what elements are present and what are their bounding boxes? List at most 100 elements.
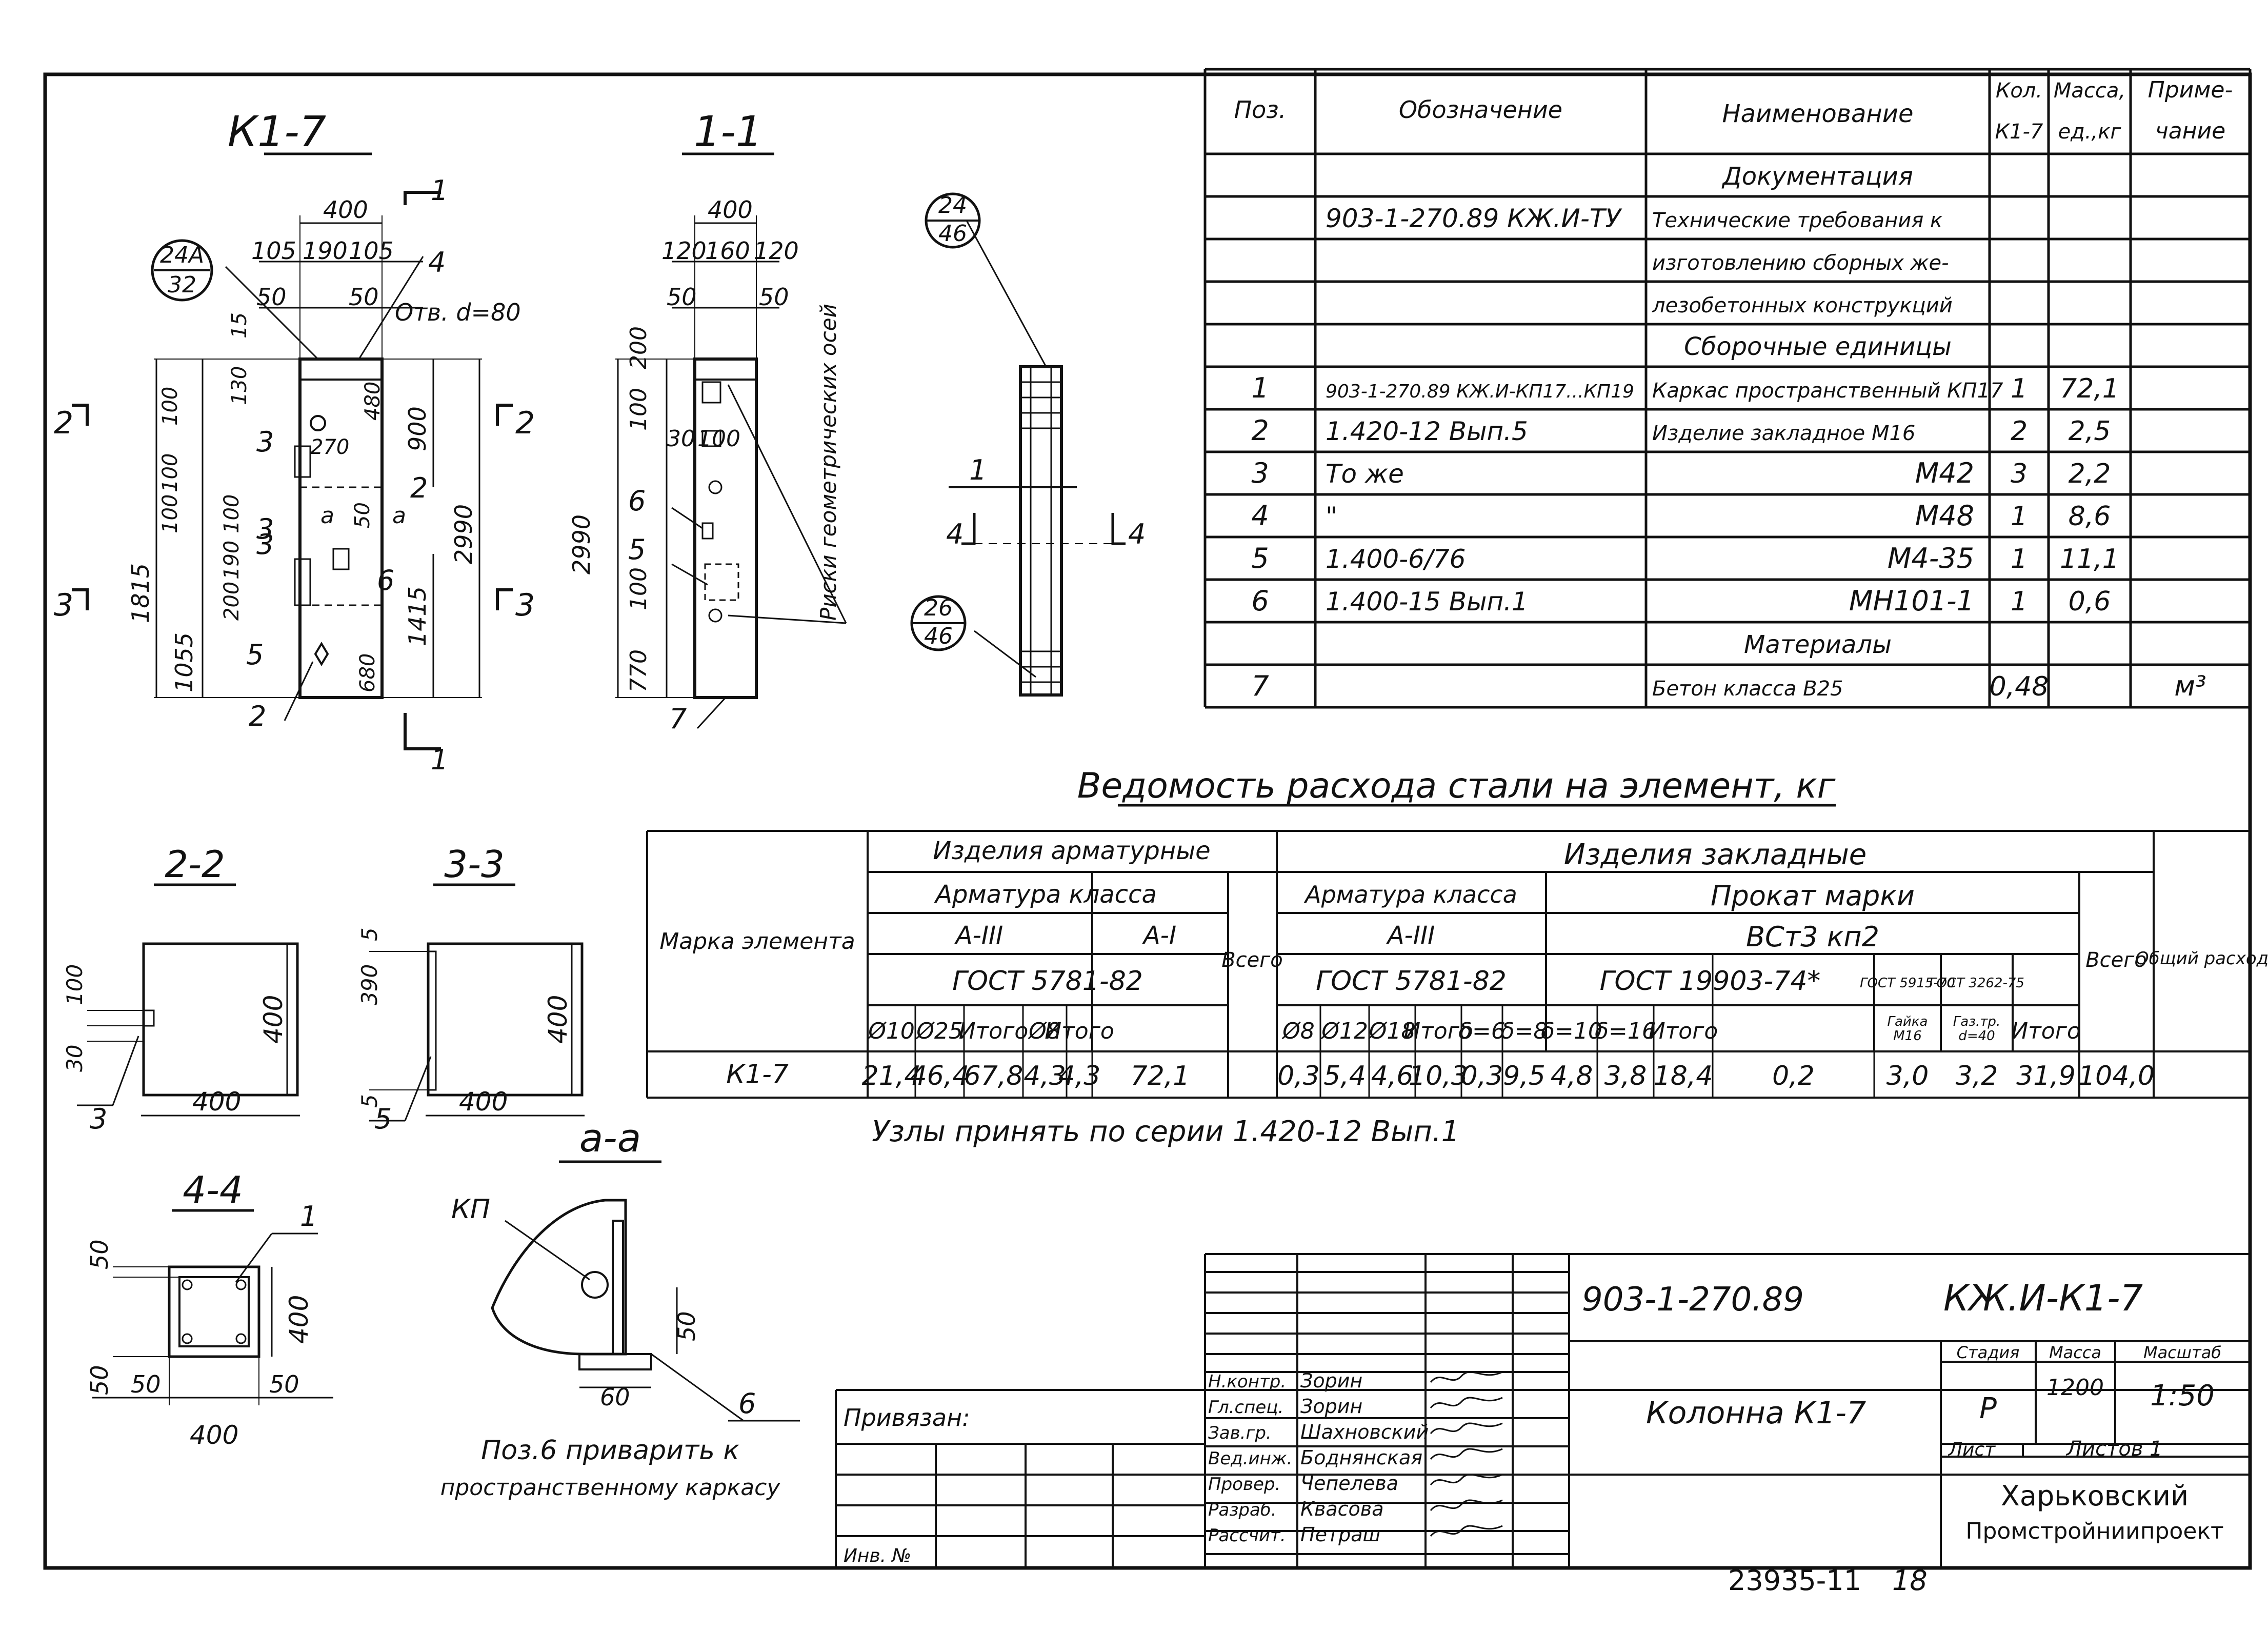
- steel-value: 104,0: [2078, 1061, 2155, 1091]
- k17-callout-3: 3: [256, 426, 274, 458]
- s11-callout-1: 5: [628, 533, 646, 566]
- steel-col-label: δ=16: [1595, 1018, 1656, 1044]
- k17-callout-9: 2: [249, 700, 266, 732]
- aa-note-1: пространственному каркасу: [440, 1475, 781, 1501]
- s33-callout-0: 5: [374, 1103, 392, 1135]
- tb-role: Зав.гр.: [1208, 1423, 1272, 1443]
- k17-dim-5: 50: [349, 283, 379, 311]
- signature-mark: [1430, 1474, 1503, 1485]
- node-24a-circle: [151, 239, 213, 302]
- steel-label-rolled: Прокат марки: [1711, 880, 1915, 912]
- spec-mass: 0,6: [2069, 586, 2111, 617]
- steel-label-arm-items: Изделия арматурные: [933, 837, 1210, 865]
- k17-dim-8: 15: [228, 312, 251, 339]
- s44-dim-4: 50: [269, 1370, 299, 1398]
- s22-dim-0: 100: [62, 964, 87, 1005]
- footer-page: 18: [1892, 1564, 1928, 1597]
- spec-qty: 3: [2011, 459, 2028, 489]
- steel-value: 67,8: [964, 1061, 1023, 1091]
- steel-col-label: δ=10: [1541, 1018, 1602, 1044]
- node-note: Узлы принять по серии 1.420-12 Вып.1: [872, 1115, 1459, 1148]
- steel-col-label: Итого: [2011, 1018, 2081, 1044]
- spec-name: изготовлению сборных же-: [1652, 251, 1949, 275]
- node-26-bottom: 46: [924, 623, 953, 649]
- s11-dim-8: 30: [667, 426, 695, 452]
- k17-callout-1: 1: [431, 744, 448, 776]
- view-k17: К1-7 400 105: [54, 108, 535, 776]
- side-callout-1: 4: [946, 518, 964, 550]
- steel-col-label: М16: [1893, 1028, 1922, 1044]
- spec-mass: 8,6: [2069, 501, 2111, 532]
- spec-name: М42: [1915, 457, 1974, 489]
- spec-row: Сборочные единицы: [1684, 332, 1952, 361]
- tb-scale: 1:50: [2150, 1379, 2215, 1413]
- spec-designation: 1.420-12 Вып.5: [1326, 416, 1528, 446]
- k17-callout-13: 3: [515, 587, 535, 623]
- aa-callout-1: 6: [738, 1387, 756, 1420]
- k17-dim-23: 680: [356, 653, 379, 692]
- steel-value: 10,3: [1409, 1061, 1468, 1091]
- steel-col-label: Ø18: [1368, 1018, 1416, 1044]
- tb-role-name: Петраш: [1300, 1523, 1380, 1546]
- steel-label-total2: Всего: [2085, 948, 2147, 972]
- node-24-top: 24: [938, 192, 967, 218]
- steel-col-label: Итого: [1403, 1018, 1473, 1044]
- view-aa: а-а КП 6 50 60 Поз.6 приварить к простра…: [440, 1115, 800, 1501]
- title-block: 903-1-270.89 КЖ.И-К1-7 Колонна К1-7 Прив…: [835, 1253, 2250, 1568]
- steel-label-gost3: ГОСТ 19903-74*: [1600, 966, 1821, 997]
- spec-qty: 1: [2011, 501, 2028, 532]
- tb-role-name: Чепелева: [1300, 1472, 1398, 1495]
- k17-dim-0: 400: [323, 196, 368, 224]
- k17-dim-18: 2990: [450, 504, 477, 564]
- spec-header-note_2: чание: [2155, 118, 2225, 144]
- tb-role-name: Боднянская: [1300, 1446, 1422, 1469]
- aa-dim-0: 50: [673, 1311, 700, 1341]
- spec-mass: 2,5: [2069, 416, 2111, 447]
- signature-mark: [1430, 1448, 1503, 1460]
- s11-dim-0: 400: [708, 196, 753, 224]
- tb-privyazan: Привязан:: [844, 1404, 970, 1432]
- spec-header-designation: Обозначение: [1399, 96, 1562, 124]
- spec-header-mass_2: ед.,кг: [2058, 120, 2122, 144]
- signature-mark: [1430, 1397, 1503, 1408]
- k17-dim-7: 130: [228, 366, 251, 405]
- spec-name: МН101-1: [1849, 585, 1974, 617]
- spec-header-name: Наименование: [1722, 100, 1913, 128]
- axis-label: Риски геометрических осей: [816, 304, 841, 621]
- s33-dim-2: 5: [357, 1094, 382, 1108]
- steel-value: 9,5: [1503, 1061, 1546, 1091]
- footer-number: 23935-11: [1728, 1564, 1861, 1597]
- steel-col-label: Итого: [959, 1018, 1029, 1044]
- k17-callout-6: 2: [410, 472, 428, 504]
- s11-dim-2: 160: [705, 237, 750, 265]
- tb-role: Вед.инж.: [1208, 1448, 1292, 1469]
- steel-row-mark: К1-7: [726, 1059, 789, 1090]
- s11-callout-2: 7: [669, 703, 687, 735]
- aa-dim-1: 60: [600, 1383, 630, 1411]
- sheet-frame: [43, 72, 2252, 1570]
- tb-sheets-h: Листов 1: [2065, 1437, 2163, 1461]
- spec-qty: 2: [2011, 416, 2028, 447]
- steel-col-label: Ø10: [867, 1018, 915, 1044]
- spec-designation: ": [1326, 502, 1337, 531]
- spec-qty: 1: [2011, 586, 2028, 617]
- s11-column-outline: [693, 357, 758, 699]
- k17-callout-12: 3: [54, 587, 73, 623]
- node-26-circle: [910, 595, 967, 651]
- k17-dim-12: 900: [404, 406, 431, 451]
- steel-table-title: Ведомость расхода стали на элемент, кг: [1077, 766, 1836, 806]
- steel-col-label: Ø12: [1320, 1018, 1368, 1044]
- steel-label-gost4: ГОСТ 5915-70: [1860, 976, 1955, 991]
- steel-label-emb-items: Изделия закладные: [1564, 838, 1867, 871]
- tb-role-name: Квасова: [1300, 1498, 1383, 1520]
- s44-dim-1: 400: [284, 1295, 314, 1344]
- spec-designation: 903-1-270.89 КЖ.И-КП17...КП19: [1326, 381, 1634, 402]
- spec-qty: 0,48: [1990, 671, 2049, 702]
- steel-label-a3: А-III: [954, 921, 1003, 950]
- steel-value: 4,3: [1023, 1061, 1066, 1091]
